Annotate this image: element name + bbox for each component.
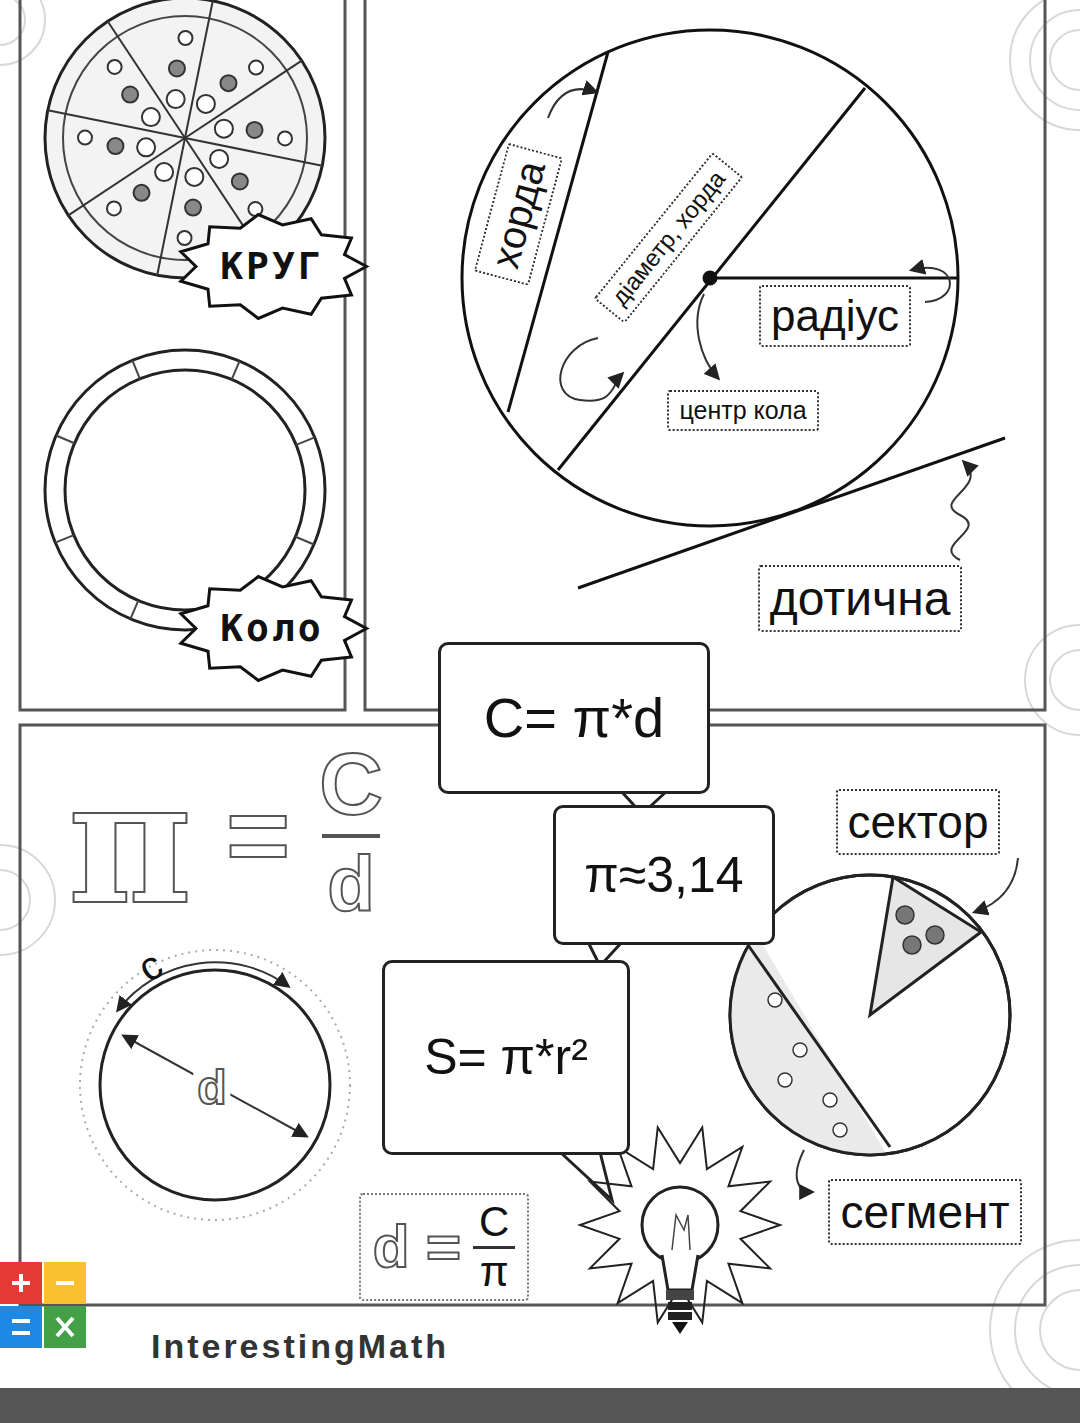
topping [185,168,203,186]
term-text: діаметр, хорда [605,165,730,310]
topping [155,163,173,181]
slice-cut [157,138,185,275]
topping [78,131,92,145]
term-text: Коло [220,606,324,650]
topping [185,200,201,216]
center-dot [704,272,716,284]
formula-text: d = [373,1214,461,1280]
circumference-diagram [80,950,350,1220]
formula-box: d =Cπ [359,1193,530,1300]
term-box: радіус [759,285,911,347]
topping [833,1123,847,1137]
topping [169,60,185,76]
formula-bubble: S= π*r² [382,960,630,1155]
topping [134,185,150,201]
crust-gap [296,437,315,445]
term-text: сектор [848,796,989,848]
topping [178,231,192,245]
fraction-bar [322,834,380,838]
topping [823,1093,837,1107]
crust-gap [132,360,140,379]
formula-text: S= π*r² [424,1030,588,1085]
formula-text: π≈3,14 [584,848,743,903]
term-box: центр кола [667,390,818,431]
topping [215,120,233,138]
equals-sign: = [226,780,290,890]
formula-letter: C [319,740,383,828]
topping [896,906,914,924]
slice-cut [48,110,185,138]
term-box: сектор [836,789,1001,855]
term-text: хорда [482,156,553,272]
topping [278,131,292,145]
bottom-bar [0,1388,1080,1423]
topping [178,31,192,45]
topping [210,150,228,168]
logo-squares [0,1262,86,1348]
slice-cut [108,21,185,138]
circle-diagram [462,30,1005,588]
topping [122,87,138,103]
term-box: дотична [758,565,963,632]
circumference-label: c [131,944,168,989]
crust-gap [130,601,138,619]
topping [107,138,123,154]
topping [926,926,944,944]
term-text: радіус [771,291,899,340]
lightbulb [580,1128,780,1334]
slice-cut [185,138,322,166]
topping [768,993,782,1007]
diameter-label: d [193,1064,230,1112]
topping [220,75,236,91]
slice-cut [185,61,302,138]
formula-bubble: C= π*d [438,642,710,794]
topping [167,90,185,108]
panel-borders [20,0,1045,1305]
starburst-shape [181,576,367,680]
topping [247,122,263,138]
topping [107,201,121,215]
topping [903,936,921,954]
topping [249,61,263,75]
topping [793,1043,807,1057]
slice-cut [68,138,185,215]
logo-text: InterestingMath [151,1329,449,1363]
topping [778,1073,792,1087]
light-burst [580,1128,780,1323]
topping [108,60,122,74]
formula-text: π [480,1249,509,1295]
term-text: КРУГ [220,244,324,288]
starburst-shape [181,214,367,318]
term-text: дотична [770,572,951,625]
crust-gap [232,361,240,379]
slice-cut [185,1,213,138]
term-text: центр кола [679,396,806,424]
term-box: хорда [473,143,562,286]
term-box: діаметр, хорда [593,152,743,324]
starburst-label: Коло [174,573,370,684]
topping [137,138,155,156]
crust-gap [296,537,314,545]
formula-letter: d [327,845,375,923]
topping [142,108,160,126]
crust-gap [55,535,74,543]
radius-line [710,277,958,280]
starburst-label: КРУГ [174,211,370,322]
formula-text: C= π*d [484,687,664,749]
formula-bubble: π≈3,14 [553,805,775,945]
term-box: сегмент [828,1179,1021,1245]
pi-symbol: π [68,757,192,927]
topping [197,95,215,113]
crust-gap [56,435,74,443]
topping [232,173,248,189]
term-text: сегмент [840,1186,1009,1238]
formula-text: C [473,1199,515,1248]
